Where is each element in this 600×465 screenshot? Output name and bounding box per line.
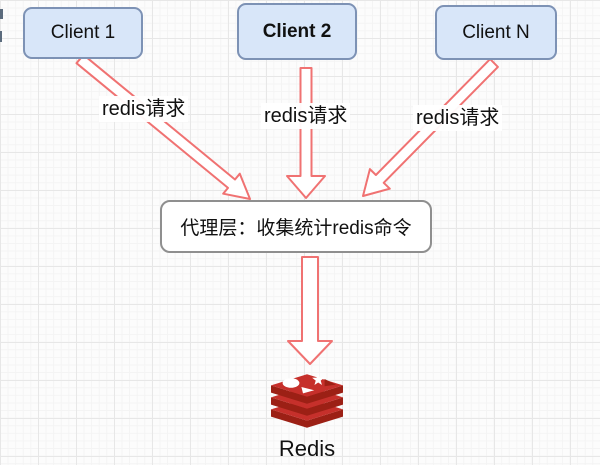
arrow-proxy-to-redis <box>287 256 333 365</box>
edge-label-redis-request-2: redis请求 <box>261 103 351 129</box>
arrow-client1-to-proxy <box>75 53 251 200</box>
node-client-1: Client 1 <box>23 7 143 59</box>
redis-label: Redis <box>278 436 336 461</box>
client-1-label: Client 1 <box>50 22 116 43</box>
proxy-layer-label: 代理层：收集统计redis命令 <box>180 218 412 239</box>
edge-label-redis-request-1: redis请求 <box>99 96 189 122</box>
client-n-label: Client N <box>462 21 530 43</box>
node-proxy-layer: 代理层：收集统计redis命令 <box>160 200 432 253</box>
canvas-edge-mark-2 <box>0 31 2 42</box>
client-2-label: Client 2 <box>262 20 332 42</box>
redis-star-shape <box>312 373 325 385</box>
node-client-2: Client 2 <box>237 3 357 60</box>
edge-label-redis-request-3: redis请求 <box>413 105 503 131</box>
redis-icon <box>267 366 347 432</box>
node-client-n: Client N <box>435 5 557 60</box>
canvas-edge-mark-1 <box>0 9 3 19</box>
arrow-client2-to-proxy <box>286 67 326 199</box>
